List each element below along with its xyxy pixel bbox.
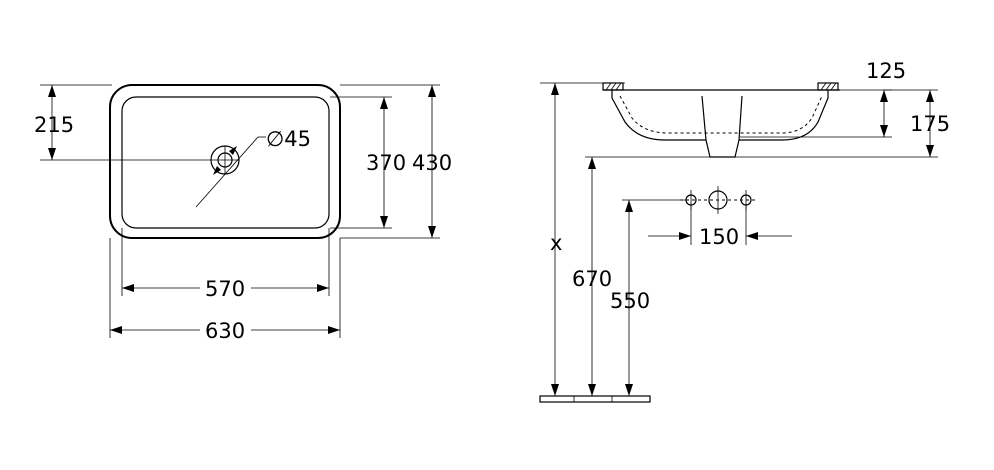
floor-line	[539, 395, 651, 403]
dim-630-label: 630	[205, 319, 245, 343]
dim-x-label: x	[550, 231, 562, 255]
dim-370-label: 370	[366, 151, 406, 175]
basin-top-view: ∅45 215 370 430 570	[34, 84, 452, 343]
basin-body-outline	[611, 90, 829, 158]
countertop-left	[602, 82, 624, 91]
dim-175-label: 175	[910, 112, 950, 136]
dim-670-label: 670	[572, 267, 612, 291]
dim-125-label: 125	[866, 59, 906, 83]
basin-inner-outline	[121, 96, 330, 229]
basin-outer-outline	[109, 84, 341, 239]
basin-inner-dashed	[619, 95, 823, 134]
dim-diameter-label: ∅45	[266, 127, 311, 151]
diameter-leader-line	[195, 136, 259, 208]
dim-430-label: 430	[412, 151, 452, 175]
dim-150-label: 150	[699, 225, 739, 249]
countertop-right	[817, 82, 839, 91]
basin-side-view: 125 175 150 x	[539, 59, 950, 403]
dim-215-label: 215	[34, 113, 74, 137]
dim-570-label: 570	[205, 277, 245, 301]
tap-holes	[680, 186, 758, 214]
dim-550-label: 550	[610, 289, 650, 313]
diameter-arrow	[213, 166, 221, 175]
